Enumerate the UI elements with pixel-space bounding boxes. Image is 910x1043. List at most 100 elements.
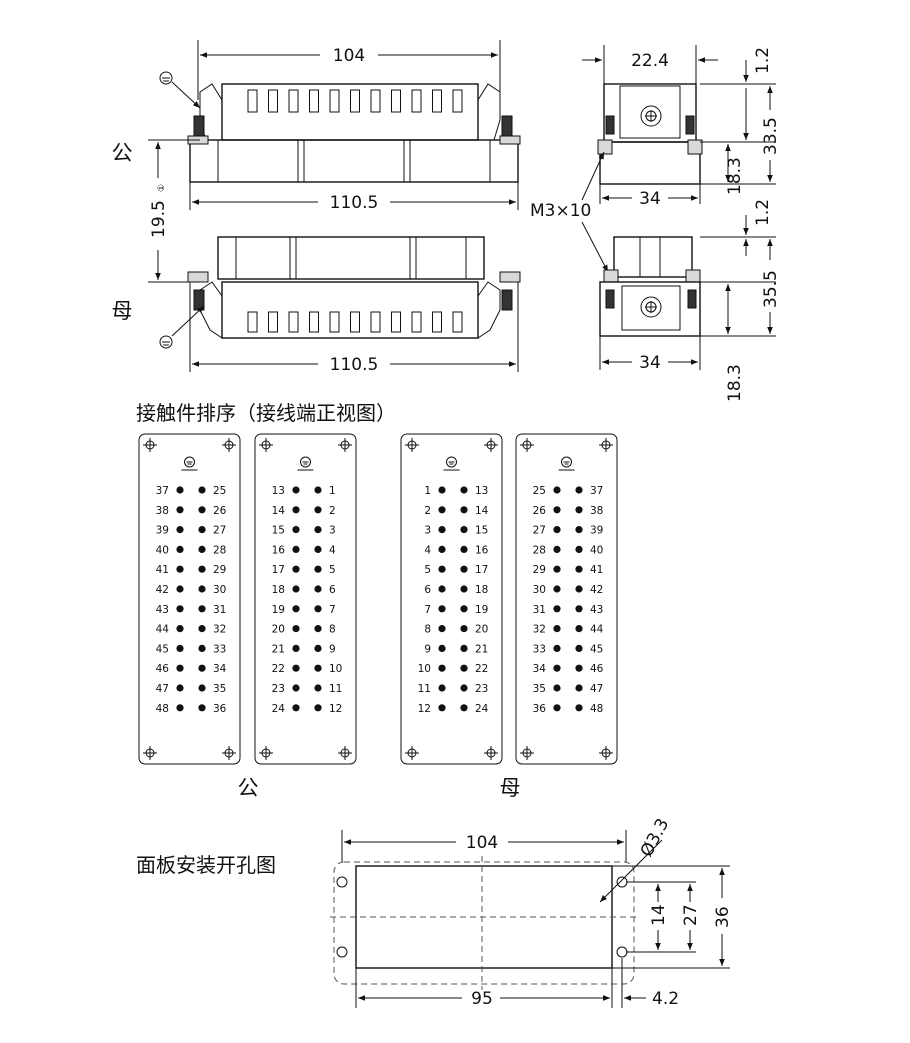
contact-dot [176, 704, 184, 712]
pin-number: 3 [424, 525, 431, 537]
contact-dot [292, 526, 300, 534]
dim-panel-cut: 95 [471, 989, 493, 1009]
contact-dot [198, 545, 206, 554]
contact-dot [176, 526, 184, 534]
contact-dot [438, 486, 446, 494]
pin-number: 2 [329, 505, 336, 517]
pin-number: 26 [533, 505, 547, 517]
pin-number: 19 [272, 604, 285, 616]
contact-dot [198, 486, 206, 494]
pin-number: 46 [156, 663, 170, 675]
contact-dot [553, 506, 561, 514]
pin-number: 15 [272, 525, 285, 537]
contact-dot [460, 704, 468, 712]
pin-number: 47 [590, 683, 603, 695]
pin-number: 39 [156, 525, 169, 537]
pin-number: 12 [329, 703, 342, 715]
contact-dot [553, 664, 561, 672]
contact-dot [292, 684, 300, 692]
pin-number: 24 [475, 703, 489, 715]
contact-dot [438, 704, 446, 712]
male-contacts-label: 公 [238, 776, 259, 800]
pin-number: 27 [533, 525, 546, 537]
ground-icon [561, 456, 572, 468]
pin-number: 8 [424, 624, 431, 636]
dim-panel-h14: 14 [649, 904, 669, 926]
female-slots [247, 311, 463, 333]
dim-top-width: 104 [333, 46, 365, 66]
pin-number: 26 [213, 505, 227, 517]
slot [288, 311, 299, 333]
pin-number: 33 [533, 643, 546, 655]
pin-number: 19 [475, 604, 488, 616]
contact-dot [438, 506, 446, 514]
dim-panel-width: 104 [466, 833, 498, 853]
contact-dot [553, 684, 561, 692]
female-contacts-label: 母 [500, 776, 521, 800]
ground-icon [446, 456, 457, 468]
pin-number: 30 [533, 584, 546, 596]
contact-dot [575, 644, 583, 653]
mount-hole [336, 946, 348, 958]
pin-number: 32 [533, 624, 546, 636]
contact-dot [176, 644, 184, 653]
pin-number: 10 [329, 663, 342, 675]
contact-dot [198, 565, 206, 573]
male-front-view: 104 公 110.5 [112, 40, 521, 213]
gap-note: ① [157, 184, 167, 192]
female-front-view: 母 110.5 [112, 236, 521, 375]
pin-number: 9 [424, 643, 431, 655]
pin-number: 40 [156, 544, 169, 556]
contact-dot [198, 664, 206, 672]
contact-dot [176, 664, 184, 672]
dim-gap: 19.5 [149, 200, 169, 238]
contact-dot [198, 506, 206, 514]
contact-dot [460, 545, 468, 554]
contact-dot [553, 704, 561, 712]
pin-number: 34 [533, 663, 547, 675]
slot [350, 311, 360, 333]
slot [268, 311, 278, 333]
mount-hole [336, 876, 348, 888]
pin-number: 17 [272, 564, 285, 576]
contact-dot [314, 545, 322, 554]
contact-dot [314, 565, 322, 573]
pin-number: 41 [590, 564, 603, 576]
contact-dot [438, 545, 446, 554]
contact-dot [438, 625, 446, 633]
pin-number: 21 [272, 643, 285, 655]
pin-number: 12 [418, 703, 431, 715]
pin-number: 37 [590, 485, 603, 497]
slot [268, 89, 278, 113]
slot [350, 89, 360, 113]
contact-dot [176, 545, 184, 554]
contact-dot [176, 506, 184, 514]
pin-number: 16 [272, 544, 286, 556]
slot [391, 89, 401, 113]
contact-dot [575, 605, 583, 613]
dim-side-offset-top: 1.2 [753, 47, 773, 74]
contact-dot [460, 644, 468, 653]
male-label: 公 [112, 141, 133, 165]
pin-number: 48 [156, 703, 169, 715]
pin-number: 16 [475, 544, 489, 556]
slot [288, 89, 299, 113]
contact-dot [553, 486, 561, 494]
mount-hole [616, 876, 628, 888]
pin-number: 40 [590, 544, 603, 556]
slot [329, 311, 340, 333]
pin-number: 7 [424, 604, 431, 616]
pin-number: 1 [424, 485, 431, 497]
contact-dot [438, 585, 446, 593]
pin-number: 5 [424, 564, 431, 576]
contact-dot [198, 684, 206, 692]
contact-dot [176, 565, 184, 573]
dim-panel-h27: 27 [681, 904, 701, 926]
side-view-top: 22.4 1.2 33.5 18.3 34 M3×10 [530, 45, 781, 273]
pin-number: 36 [213, 703, 227, 715]
contact-dot [292, 545, 300, 554]
pin-number: 45 [156, 643, 169, 655]
contact-dot [176, 684, 184, 692]
contact-dot [292, 565, 300, 573]
